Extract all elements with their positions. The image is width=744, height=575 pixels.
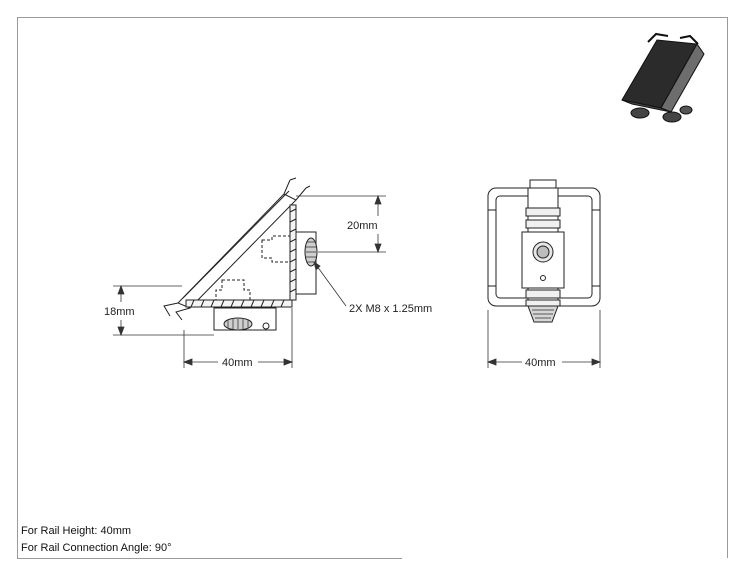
isometric-bracket-icon xyxy=(621,32,705,123)
dim-40mm-side-label: 40mm xyxy=(222,357,253,369)
hidden-bolt-upper xyxy=(261,235,291,263)
side-view-dimensions xyxy=(113,194,386,368)
frame-right-border xyxy=(727,17,728,558)
note-connection-angle: For Rail Connection Angle: 90° xyxy=(21,542,172,554)
thread-callout-label: 2X M8 x 1.25mm xyxy=(349,303,432,315)
bracket-hypotenuse xyxy=(177,193,297,309)
hidden-bolt-lower xyxy=(215,279,251,301)
drawing-notes: For Rail Height: 40mm For Rail Connectio… xyxy=(21,523,172,557)
front-view xyxy=(487,179,601,323)
horizontal-flange xyxy=(185,299,293,308)
note-rail-height: For Rail Height: 40mm xyxy=(21,525,132,537)
left-clip xyxy=(163,302,191,321)
frame-top-border xyxy=(17,17,727,18)
front-top-clip xyxy=(529,179,557,188)
top-clip xyxy=(283,177,311,201)
side-view xyxy=(163,177,318,331)
front-view-dimensions xyxy=(486,310,602,368)
dim-18mm-label: 18mm xyxy=(104,306,135,318)
dim-20mm-label: 20mm xyxy=(347,220,378,232)
dim-40mm-front-label: 40mm xyxy=(525,357,556,369)
frame-bottom-border xyxy=(17,558,402,559)
frame-left-border xyxy=(17,17,18,558)
